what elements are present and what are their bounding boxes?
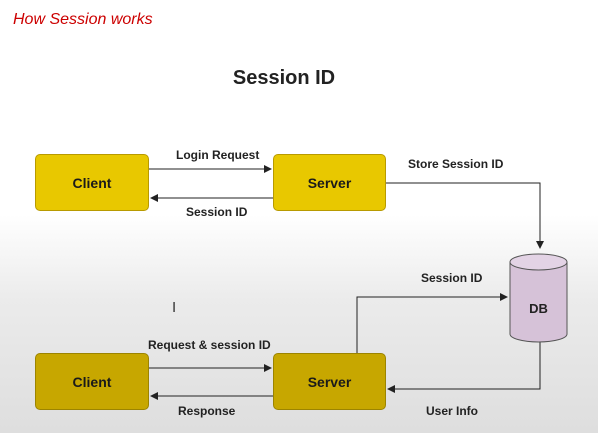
- server-box-top: Server: [273, 154, 386, 211]
- user-info-arrow: [387, 342, 541, 393]
- session-lookup-arrow: [356, 293, 508, 353]
- database-cylinder: [509, 253, 568, 343]
- client-label: Client: [72, 174, 112, 191]
- caption: How Session works: [13, 11, 153, 28]
- session-id-lookup-label: Session ID: [421, 271, 483, 285]
- server-box-bottom: Server: [273, 353, 386, 410]
- client-label: Client: [72, 373, 112, 390]
- diagram-title: Session ID: [232, 67, 336, 89]
- client-box-top: Client: [35, 154, 149, 211]
- server-label: Server: [307, 174, 352, 191]
- store-session-arrow: [386, 182, 544, 249]
- text-cursor-icon: Ⅰ: [172, 300, 177, 316]
- store-session-label: Store Session ID: [408, 157, 504, 171]
- client-box-bottom: Client: [35, 353, 149, 410]
- login-request-label: Login Request: [176, 148, 260, 162]
- server-label: Server: [307, 373, 352, 390]
- session-id-return-label: Session ID: [186, 205, 248, 219]
- request-session-label: Request & session ID: [148, 338, 271, 352]
- user-info-label: User Info: [426, 404, 479, 418]
- response-label: Response: [178, 404, 236, 418]
- db-label: DB: [529, 301, 548, 316]
